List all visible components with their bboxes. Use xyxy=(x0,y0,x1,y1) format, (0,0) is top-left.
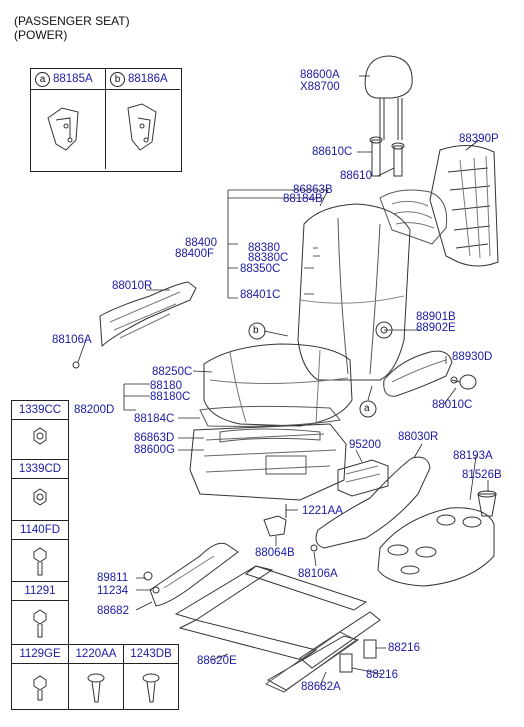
fastener-label-11291: 11291 xyxy=(12,582,68,601)
fastener-cell-1243db: 1243DB xyxy=(123,644,179,710)
label-88620e: 88620E xyxy=(197,655,237,667)
fastener-88010c xyxy=(450,376,458,384)
headrest-drawing xyxy=(364,55,413,140)
label-88401c: 88401C xyxy=(240,289,281,301)
fastener-11234 xyxy=(152,586,160,594)
bolt-icon-11291 xyxy=(33,609,47,638)
fastener-label-1220aa: 1220AA xyxy=(69,645,123,664)
screw-icon-1129ge xyxy=(33,675,47,701)
legend-marker-b: b xyxy=(110,72,125,87)
fastener-label-1339cc: 1339CC xyxy=(12,401,68,420)
legend-marker-a: a xyxy=(35,72,50,87)
label-88216-upper: 88216 xyxy=(388,642,420,654)
bolt-icon-1140fd xyxy=(33,547,47,576)
fastener-88106a-left xyxy=(72,361,80,369)
header-title: (PASSENGER SEAT) xyxy=(14,14,130,28)
label-88390p: 88390P xyxy=(459,133,499,145)
bracket-88186a-drawing xyxy=(127,103,157,151)
label-88010c: 88010C xyxy=(432,399,473,411)
fastener-88106a-bottom xyxy=(310,544,318,552)
seat-track-frame-drawing xyxy=(174,565,381,691)
label-88902e: 88902E xyxy=(416,322,456,334)
label-88193a: 88193A xyxy=(453,450,493,462)
label-89811: 89811 xyxy=(97,572,129,584)
callout-a-circle xyxy=(359,400,377,418)
label-x88700: X88700 xyxy=(300,81,340,93)
recliner-cover-drawing xyxy=(383,350,453,397)
backrest-spring-drawing xyxy=(379,189,448,245)
side-cover-left-drawing xyxy=(99,281,197,348)
nut-icon-1339cc xyxy=(33,427,47,445)
label-88600a: 88600A xyxy=(300,69,340,81)
label-95200: 95200 xyxy=(349,439,381,451)
label-88180: 88180 xyxy=(150,380,182,392)
label-88106a-left: 88106A xyxy=(52,334,92,346)
label-88350c: 88350C xyxy=(240,263,281,275)
label-11234: 11234 xyxy=(97,585,129,597)
label-88010r: 88010R xyxy=(112,280,153,292)
label-88400f: 88400F xyxy=(175,248,215,260)
fastener-label-1243db: 1243DB xyxy=(124,645,178,664)
label-88184c: 88184C xyxy=(134,413,175,425)
label-1221aa: 1221AA xyxy=(302,505,343,517)
label-81526b: 81526B xyxy=(462,469,502,481)
label-88400: 88400 xyxy=(185,237,217,249)
knob-drawing xyxy=(451,374,477,390)
label-88380c: 88380C xyxy=(248,252,289,264)
fastener-89811 xyxy=(143,571,153,581)
label-88610: 88610 xyxy=(340,170,372,182)
label-88600g: 88600G xyxy=(134,444,175,456)
clip-88216-drawing xyxy=(339,639,377,673)
label-88030r: 88030R xyxy=(398,431,439,443)
module-95200-drawing xyxy=(337,459,389,497)
label-88180c: 88180C xyxy=(150,391,191,403)
label-86863b: 86863B xyxy=(293,184,333,196)
header-subtitle: (POWER) xyxy=(14,28,68,42)
cup-81526b-drawing xyxy=(477,490,497,517)
rail-trim-drawing xyxy=(149,542,239,607)
seat-pad-drawing xyxy=(199,405,341,427)
bracket-88064b-drawing xyxy=(263,515,287,537)
power-seat-frame-drawing xyxy=(189,423,347,501)
label-88610c: 88610C xyxy=(312,146,353,158)
label-88200d: 88200D xyxy=(74,404,115,416)
fastener-label-1129ge: 1129GE xyxy=(12,645,68,664)
callout-b: b xyxy=(253,325,259,336)
bracket-88185a-drawing xyxy=(47,107,79,151)
callout-a: a xyxy=(364,403,370,414)
label-86863d: 86863D xyxy=(134,432,175,444)
screw-icon-1243db xyxy=(142,673,160,703)
label-88930d: 88930D xyxy=(452,351,493,363)
back-panel-drawing xyxy=(429,145,499,267)
side-shield-drawing xyxy=(315,456,431,549)
fastener-label-1140fd: 1140FD xyxy=(12,521,68,540)
legend-part-b: 88186A xyxy=(128,73,168,85)
nut-icon-1339cd xyxy=(33,488,47,506)
fastener-label-1339cd: 1339CD xyxy=(12,460,68,479)
rail-trim-88682a-drawing xyxy=(264,631,357,693)
label-88184b: 88184B xyxy=(283,193,323,205)
label-88106a-bottom: 88106A xyxy=(298,568,338,580)
screw-icon-1220aa xyxy=(87,673,105,703)
label-88682: 88682 xyxy=(97,605,129,617)
label-88064b: 88064B xyxy=(255,547,295,559)
label-88250c: 88250C xyxy=(152,366,193,378)
tray-drawing xyxy=(377,507,495,587)
seat-cushion-drawing xyxy=(203,343,353,427)
headrest-guide-drawing xyxy=(369,136,405,177)
label-88216-lower: 88216 xyxy=(366,669,398,681)
label-88901b: 88901B xyxy=(416,311,456,323)
label-88682a: 88682A xyxy=(301,681,341,693)
leader-lines xyxy=(77,75,489,687)
legend-part-a: 88185A xyxy=(53,73,93,85)
label-88380: 88380 xyxy=(248,242,280,254)
